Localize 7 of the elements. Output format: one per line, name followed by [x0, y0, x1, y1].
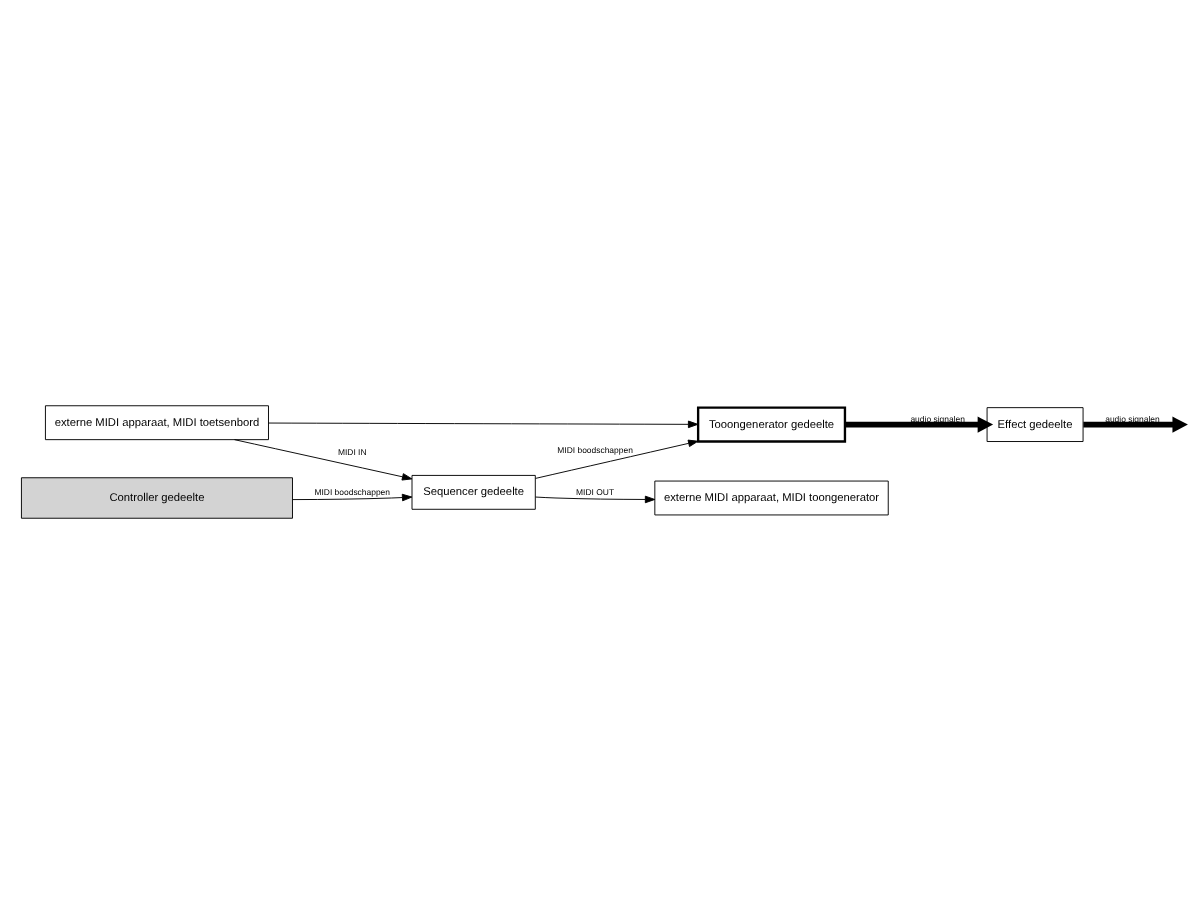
- arrow: [234, 438, 413, 480]
- arrow: [845, 415, 994, 432]
- arrow: [1083, 415, 1188, 432]
- arrow: [535, 494, 656, 503]
- arrow: [268, 419, 699, 428]
- arrow: [292, 492, 413, 501]
- arrow: [535, 438, 699, 478]
